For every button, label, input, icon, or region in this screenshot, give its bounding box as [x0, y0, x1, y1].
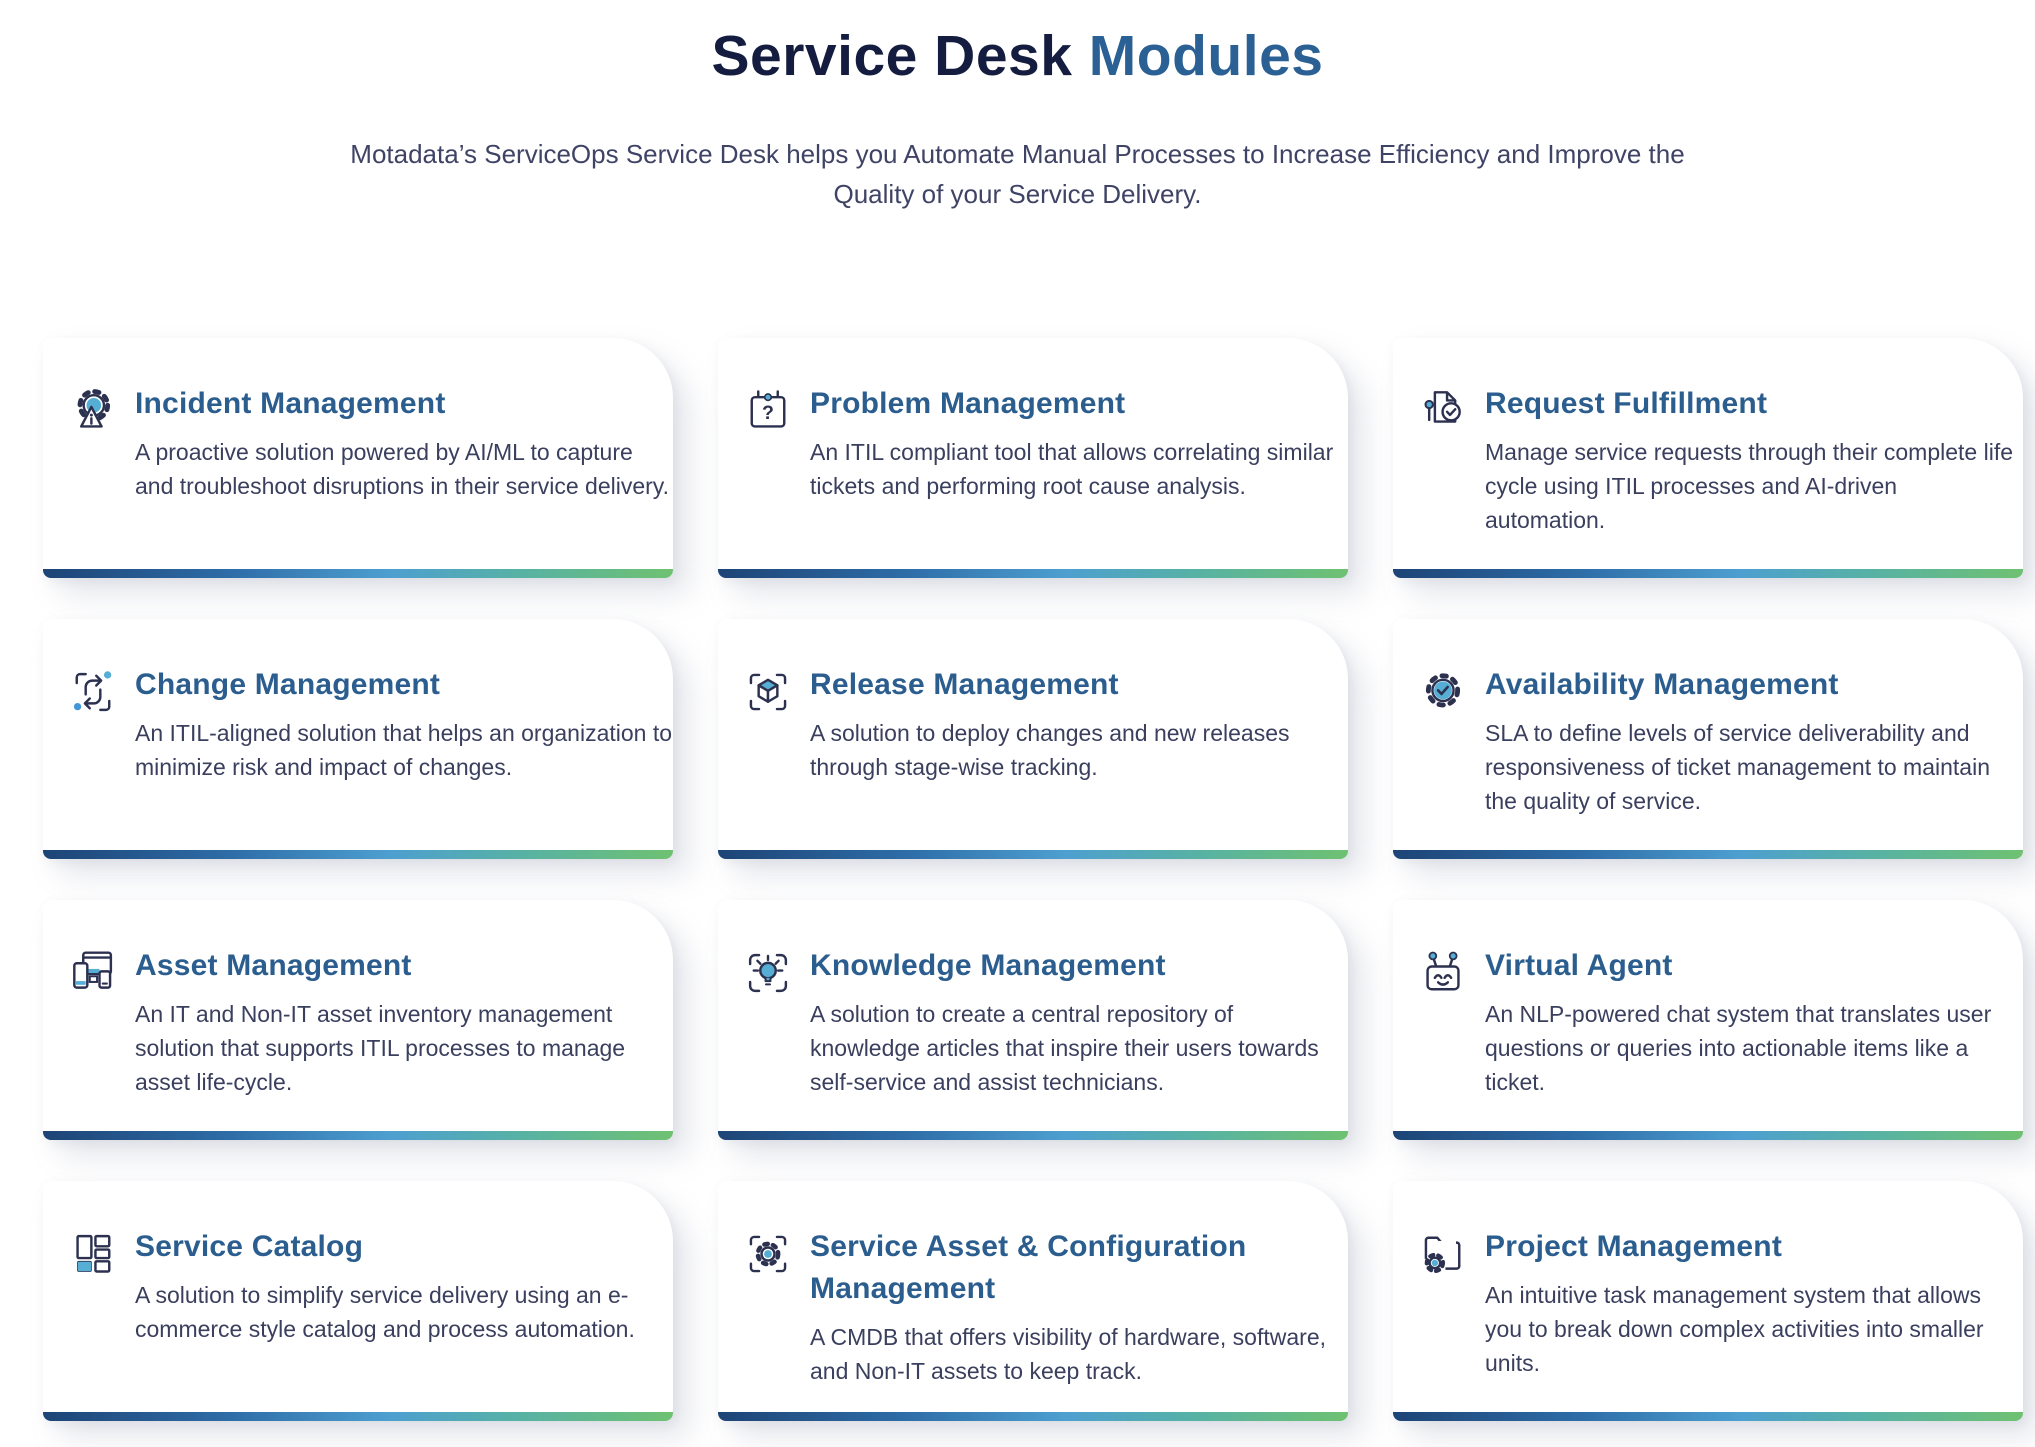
card-description: An intuitive task management system that… [1485, 1282, 1984, 1376]
card-gradient-bar [718, 1412, 1348, 1421]
card-title: Knowledge Management [810, 949, 1166, 982]
card-description: Manage service requests through their co… [1485, 439, 2014, 533]
card-gradient-bar [718, 850, 1348, 859]
card-title: Incident Management [135, 387, 446, 420]
page-title-accent: Modules [1088, 24, 1324, 88]
modules-grid: Incident Management A proactive solution… [43, 338, 2023, 1421]
module-card: Availability Management SLA to define le… [1393, 619, 2023, 859]
card-gradient-bar [1393, 569, 2023, 578]
module-card: Request Fulfillment Manage service reque… [1393, 338, 2023, 578]
card-description: An ITIL-aligned solution that helps an o… [135, 720, 673, 780]
availability-management-icon [1417, 666, 1469, 722]
service-catalog-icon [67, 1228, 119, 1284]
card-gradient-bar [1393, 1412, 2023, 1421]
card-gradient-bar [43, 850, 673, 859]
card-description: A solution to create a central repositor… [810, 1001, 1319, 1095]
module-card: Service Asset & Configuration Management… [718, 1181, 1348, 1421]
card-gradient-bar [1393, 1131, 2023, 1140]
card-title: Service Catalog [135, 1230, 364, 1263]
virtual-agent-icon [1417, 947, 1469, 1003]
incident-management-icon [67, 385, 119, 441]
card-title: Project Management [1485, 1230, 1783, 1263]
card-gradient-bar [718, 1131, 1348, 1140]
card-description: A solution to simplify service delivery … [135, 1282, 635, 1342]
module-card: Virtual Agent An NLP-powered chat system… [1393, 900, 2023, 1140]
card-title: Virtual Agent [1485, 949, 1673, 982]
module-card: ? Problem Management An ITIL compliant t… [718, 338, 1348, 578]
module-card: Release Management A solution to deploy … [718, 619, 1348, 859]
knowledge-management-icon [742, 947, 794, 1003]
asset-management-icon [67, 947, 119, 1003]
card-description: A solution to deploy changes and new rel… [810, 720, 1290, 780]
card-title: Change Management [135, 668, 441, 701]
card-title: Asset Management [135, 949, 412, 982]
project-management-icon [1417, 1228, 1469, 1284]
page-title: Service Desk Modules [0, 0, 2035, 90]
card-description: An ITIL compliant tool that allows corre… [810, 439, 1334, 499]
card-title: Service Asset & Configuration Management [810, 1230, 1247, 1305]
card-description: An NLP-powered chat system that translat… [1485, 1001, 1992, 1095]
request-fulfillment-icon [1417, 385, 1469, 441]
page-title-regular: Service Desk [711, 24, 1073, 88]
module-card: Change Management An ITIL-aligned soluti… [43, 619, 673, 859]
module-card: Service Catalog A solution to simplify s… [43, 1181, 673, 1421]
card-title: Request Fulfillment [1485, 387, 1768, 420]
module-card: Project Management An intuitive task man… [1393, 1181, 2023, 1421]
card-title: Availability Management [1485, 668, 1839, 701]
card-description: An IT and Non-IT asset inventory managem… [135, 1001, 626, 1095]
svg-text:?: ? [762, 402, 774, 424]
problem-management-icon: ? [742, 385, 794, 441]
card-description: SLA to define levels of service delivera… [1485, 720, 1990, 814]
sacm-icon [742, 1228, 794, 1284]
page-header: Service Desk Modules Motadata’s ServiceO… [0, 0, 2035, 214]
module-card: Knowledge Management A solution to creat… [718, 900, 1348, 1140]
card-title: Release Management [810, 668, 1119, 701]
module-card: Asset Management An IT and Non-IT asset … [43, 900, 673, 1140]
card-gradient-bar [43, 1412, 673, 1421]
module-card: Incident Management A proactive solution… [43, 338, 673, 578]
card-gradient-bar [1393, 850, 2023, 859]
card-gradient-bar [718, 569, 1348, 578]
page-subtitle: Motadata’s ServiceOps Service Desk helps… [350, 139, 1685, 209]
card-description: A proactive solution powered by AI/ML to… [135, 439, 669, 499]
card-description: A CMDB that offers visibility of hardwar… [810, 1324, 1326, 1384]
release-management-icon [742, 666, 794, 722]
card-gradient-bar [43, 1131, 673, 1140]
card-title: Problem Management [810, 387, 1126, 420]
card-gradient-bar [43, 569, 673, 578]
change-management-icon [67, 666, 119, 722]
